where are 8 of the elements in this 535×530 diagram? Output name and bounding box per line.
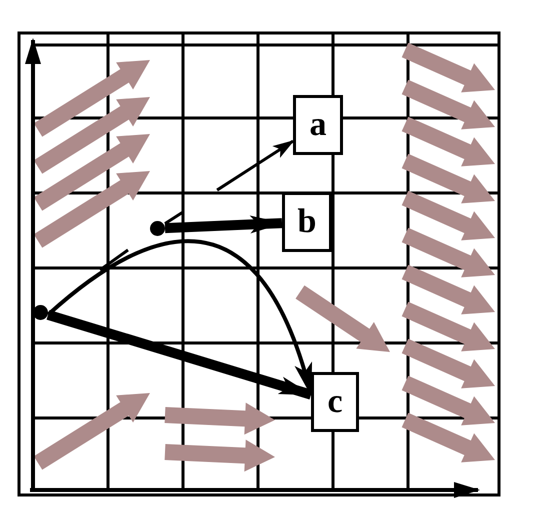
label-box: c <box>311 372 359 432</box>
arrow <box>46 310 313 400</box>
label-box: b <box>282 192 332 252</box>
dot <box>33 305 48 320</box>
arrow <box>164 215 284 234</box>
label-box: a <box>293 95 343 155</box>
dot <box>150 221 165 236</box>
arrow <box>164 140 295 225</box>
